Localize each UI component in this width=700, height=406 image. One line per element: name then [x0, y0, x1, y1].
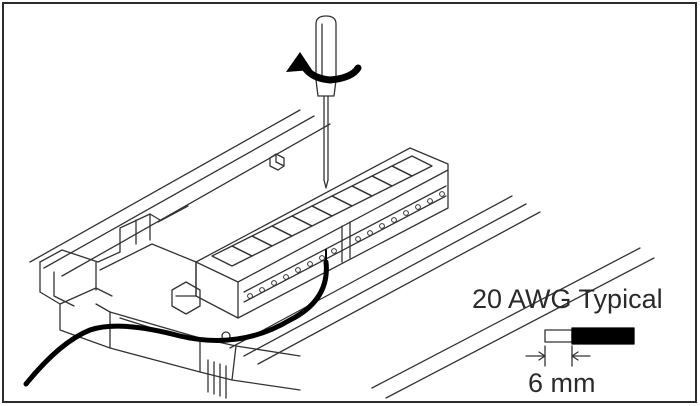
- module-housing: [29, 109, 655, 399]
- screwdriver-icon: [315, 15, 337, 189]
- wire-gauge-label: 20 AWG Typical: [472, 284, 663, 314]
- strip-length-label: 6 mm: [528, 368, 596, 398]
- terminal-block: [195, 147, 449, 319]
- wire: [23, 249, 329, 387]
- wire-entry-holes: [247, 191, 445, 299]
- rotation-arrow-icon: [286, 52, 362, 84]
- stripped-wire-icon: [525, 327, 635, 367]
